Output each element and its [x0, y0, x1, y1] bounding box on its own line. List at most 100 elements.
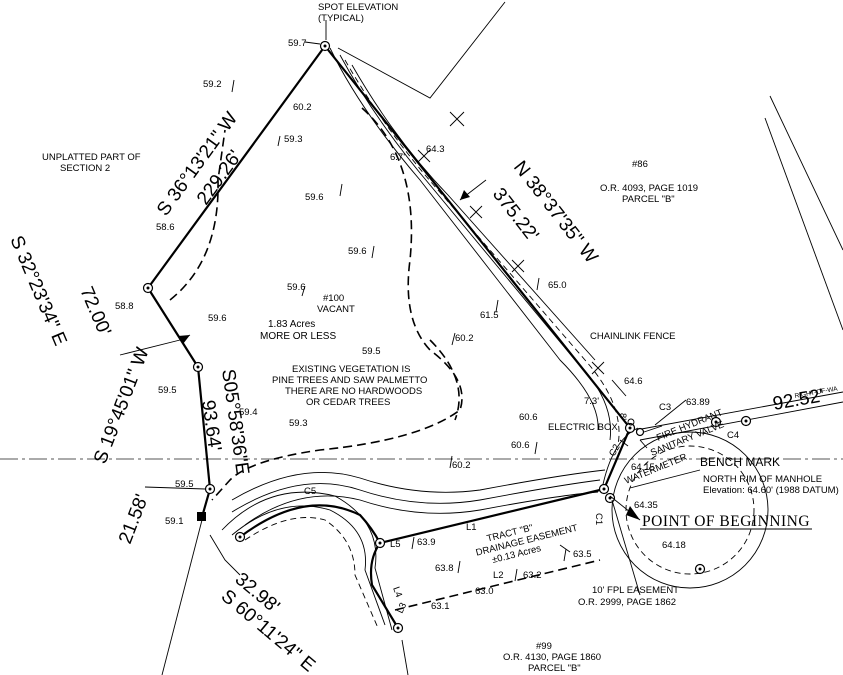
- elev-63-0: 63.0: [475, 586, 494, 597]
- elev-63-8: 63.8: [435, 563, 454, 574]
- lot-status: VACANT: [317, 304, 355, 315]
- elev-58-6: 58.6: [156, 222, 175, 233]
- tract-b-note: TRACT "B" DRAINAGE EASEMENT ±0.13 Acres: [475, 522, 579, 565]
- elev-59-6-c: 59.6: [287, 282, 306, 293]
- leader-lines: [119, 20, 701, 596]
- elev-59-7: 59.7: [288, 38, 307, 49]
- elev-59-6-d: 59.6: [208, 313, 227, 324]
- parcel-99-note: #99 O.R. 4130, PAGE 1860 PARCEL "B": [503, 641, 601, 674]
- line-l2: L2: [493, 570, 504, 581]
- spot-elevations: 59.7 59.2 60.2 59.3 58.6 59.6 59.6 59.6 …: [115, 38, 710, 612]
- curve-c4: C4: [727, 430, 739, 441]
- chainlink-fence-label: CHAINLINK FENCE: [590, 331, 676, 342]
- elevation-ticks: [231, 79, 567, 582]
- vegetation-line-2-text: PINE TREES AND SAW PALMETTO: [272, 375, 427, 386]
- elev-59-5-west: 59.5: [158, 385, 177, 396]
- elev-60-2-top: 60.2: [293, 102, 312, 113]
- vegetation-line-2: [429, 339, 460, 421]
- elev-60-2-low: 60.2: [452, 460, 471, 471]
- elev-64-3: 64.3: [426, 144, 445, 155]
- distance-west-tie: 21.58': [115, 491, 153, 546]
- elev-60-6-a: 60.6: [519, 412, 538, 423]
- vegetation-line: [169, 107, 463, 501]
- offset-8: 8': [617, 413, 628, 420]
- electric-box-label: ELECTRIC BOX: [548, 422, 618, 433]
- elev-64-35: 64.35: [634, 500, 658, 511]
- line-l5: L5: [390, 539, 401, 550]
- curve-c2: C2: [607, 442, 623, 458]
- elev-59-6-a: 59.6: [305, 192, 324, 203]
- curve-c5: C5: [304, 486, 316, 497]
- elev-63-9: 63.9: [417, 537, 436, 548]
- elev-59-2: 59.2: [203, 79, 222, 90]
- dimension-labels: 6.7' 7.3' 8': [390, 152, 628, 420]
- tract-b-easement-line: [394, 559, 601, 611]
- utility-symbols: [619, 418, 648, 449]
- right-of-way: [601, 391, 843, 589]
- elev-59-3-top: 59.3: [284, 134, 303, 145]
- offset-6-7: 6.7': [390, 152, 405, 163]
- vegetation-note: EXISTING VEGETATION IS PINE TREES AND SA…: [272, 364, 427, 408]
- line-l3: L3: [395, 601, 409, 615]
- parcel-86-note: #86 O.R. 4093, PAGE 1019 PARCEL "B": [600, 159, 698, 205]
- fpl-easement-label: 10' FPL EASEMENT: [592, 585, 679, 596]
- spot-elevation-label: SPOT ELEVATION: [318, 2, 398, 13]
- spot-elevation-note: SPOT ELEVATION (TYPICAL): [318, 2, 398, 24]
- elev-59-6-b: 59.6: [348, 246, 367, 257]
- parcel-86-book: O.R. 4093, PAGE 1019: [600, 183, 698, 194]
- fence-x-marks: [417, 111, 605, 375]
- elev-64-15: 64.15: [631, 462, 655, 473]
- elev-61-5: 61.5: [480, 310, 499, 321]
- elev-60-2-mid: 60.2: [455, 333, 474, 344]
- vegetation-line-1: EXISTING VEGETATION IS: [292, 364, 410, 375]
- line-l1: L1: [466, 522, 477, 533]
- elev-64-18: 64.18: [662, 540, 686, 551]
- elev-63-2: 63.2: [523, 570, 542, 581]
- bearing-west-tie: S 19°45'01" W: [90, 345, 154, 467]
- parcel-99-parcel: PARCEL "B": [528, 663, 581, 674]
- bearing-south-west-boundary: S05°58'36"E: [217, 368, 253, 477]
- unplatted-section: SECTION 2: [60, 163, 110, 174]
- curve-c3: C3: [659, 402, 671, 413]
- elev-64-6: 64.6: [624, 376, 643, 387]
- elev-59-4: 59.4: [239, 407, 258, 418]
- elev-59-3-bottom: 59.3: [289, 418, 308, 429]
- distance-south-west-boundary: 93.64': [197, 399, 225, 453]
- vegetation-line-4: OR CEDAR TREES: [306, 397, 390, 408]
- curve-c1: C1: [593, 513, 604, 525]
- bearing-west-boundary: S 32°23'34" E: [5, 233, 70, 349]
- lot-info: #100 VACANT 1.83 Acres MORE OR LESS: [260, 293, 355, 342]
- point-of-beginning-label: POINT OF BEGINNING: [642, 513, 810, 530]
- elev-60-6-b: 60.6: [511, 440, 530, 451]
- parcel-99-book: O.R. 4130, PAGE 1860: [503, 652, 601, 663]
- elev-63-89: 63.89: [686, 397, 710, 408]
- parcel-86-parcel: PARCEL "B": [622, 194, 675, 205]
- elev-59-1: 59.1: [165, 516, 184, 527]
- elev-65-0: 65.0: [548, 280, 567, 291]
- elev-58-8: 58.8: [115, 301, 134, 312]
- lot-number: #100: [323, 293, 344, 304]
- adjacent-parcel-lines: [161, 1, 843, 675]
- elev-59-5-south: 59.5: [175, 479, 194, 490]
- elev-63-1: 63.1: [431, 601, 450, 612]
- fpl-easement-book: O.R. 2999, PAGE 1862: [578, 597, 676, 608]
- manhole-elevation: Elevation: 64.60' (1988 DATUM): [703, 485, 839, 496]
- line-l4: L4: [390, 585, 404, 599]
- lot-acres-qualifier: MORE OR LESS: [260, 331, 336, 342]
- distance-west-boundary: 72.00': [75, 284, 114, 339]
- manhole-label: NORTH RIM OF MANHOLE: [703, 474, 822, 485]
- spot-elevation-typical: (TYPICAL): [318, 13, 364, 24]
- ditch-lines: [221, 469, 606, 631]
- bench-mark-square: [197, 512, 206, 521]
- fpl-easement-note: 10' FPL EASEMENT O.R. 2999, PAGE 1862: [578, 585, 679, 608]
- boundary-monuments: [142, 40, 752, 634]
- parcel-99-number: #99: [536, 641, 552, 652]
- vegetation-line-3: THERE ARE NO HARDWOODS: [285, 386, 422, 397]
- unplatted-note: UNPLATTED PART OF SECTION 2: [42, 152, 141, 174]
- unplatted-label: UNPLATTED PART OF: [42, 152, 141, 163]
- bench-mark-label: BENCH MARK: [700, 455, 780, 469]
- lot-acres: 1.83 Acres: [268, 319, 315, 330]
- elev-63-5: 63.5: [573, 549, 592, 560]
- parcel-86-number: #86: [632, 159, 648, 170]
